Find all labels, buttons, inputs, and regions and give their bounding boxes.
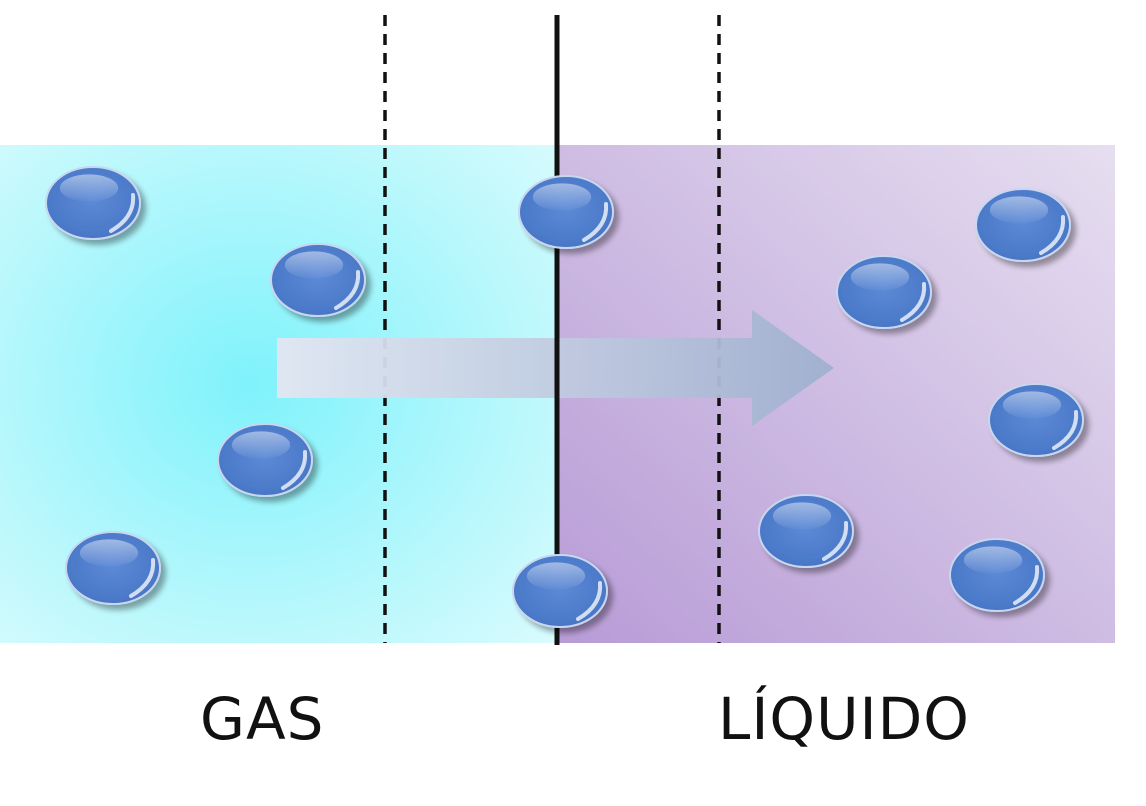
- molecule-sphere-icon: [45, 166, 141, 240]
- molecule-sphere-icon: [836, 255, 932, 329]
- molecule-sphere-icon: [988, 383, 1084, 457]
- molecule-sphere-icon: [512, 554, 608, 628]
- molecule-sphere-icon: [65, 531, 161, 605]
- molecule-sphere-icon: [949, 538, 1045, 612]
- molecule-sphere-icon: [975, 188, 1071, 262]
- molecule-sphere-icon: [217, 423, 313, 497]
- molecules-group: [45, 166, 1084, 628]
- molecule-sphere-icon: [518, 175, 614, 249]
- gas-label: GAS: [200, 685, 325, 753]
- molecule-sphere-icon: [270, 243, 366, 317]
- molecule-sphere-icon: [758, 494, 854, 568]
- liquid-label: LÍQUIDO: [718, 685, 970, 753]
